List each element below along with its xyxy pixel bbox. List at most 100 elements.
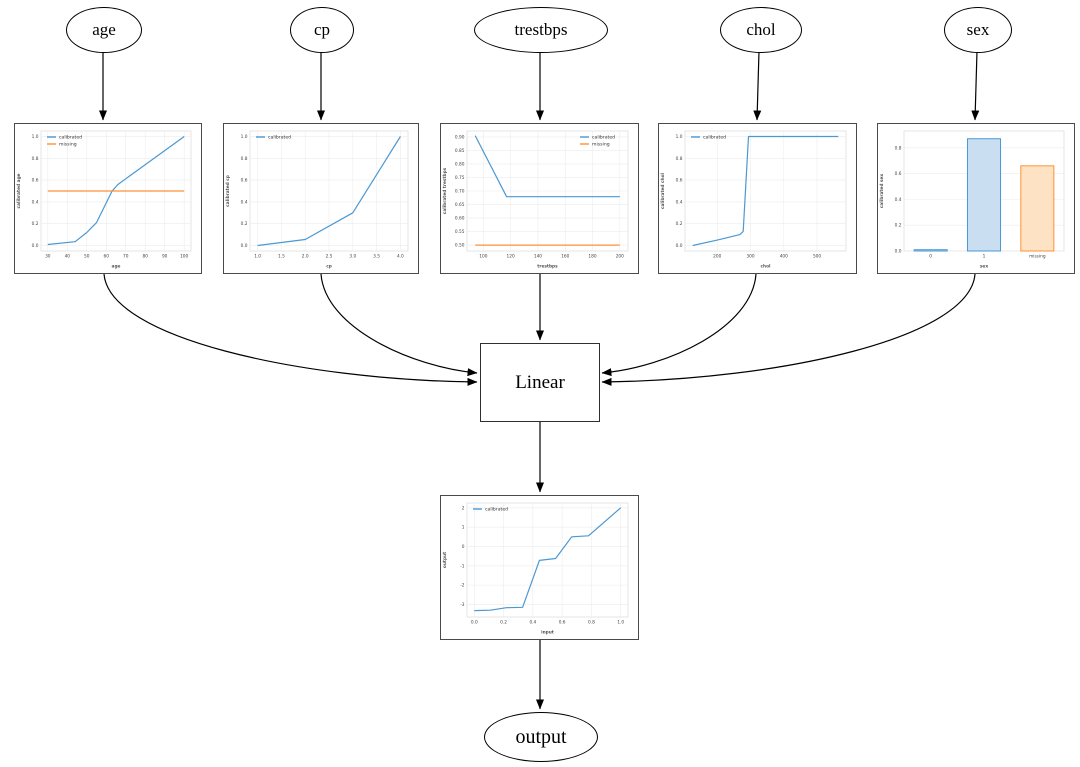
svg-text:calibrated: calibrated — [59, 135, 82, 141]
svg-text:0.6: 0.6 — [676, 178, 683, 184]
svg-text:1: 1 — [983, 254, 986, 260]
svg-text:1: 1 — [462, 525, 465, 531]
svg-text:0.4: 0.4 — [32, 199, 39, 205]
svg-text:0.2: 0.2 — [895, 223, 902, 229]
svg-text:50: 50 — [84, 254, 90, 260]
svg-text:0.2: 0.2 — [500, 620, 507, 626]
node-age-label: age — [92, 20, 116, 39]
svg-text:0.0: 0.0 — [471, 620, 478, 626]
edge-cholplot-to-linear — [601, 273, 757, 377]
node-output-label: output — [515, 725, 567, 748]
svg-text:0.4: 0.4 — [529, 620, 536, 626]
svg-text:300: 300 — [746, 254, 754, 260]
node-output: output — [484, 712, 598, 762]
svg-text:400: 400 — [780, 254, 788, 260]
edge-sexplot-to-linear — [601, 273, 976, 386]
svg-text:0.50: 0.50 — [455, 243, 465, 249]
svg-text:calibrated trestbps: calibrated trestbps — [442, 167, 448, 214]
svg-text:calibrated sex: calibrated sex — [879, 174, 885, 208]
node-sex: sex — [944, 7, 1012, 53]
node-trestbps-label: trestbps — [514, 20, 568, 39]
svg-text:0.2: 0.2 — [32, 221, 39, 227]
svg-text:200: 200 — [616, 254, 624, 260]
svg-text:2.5: 2.5 — [326, 254, 333, 260]
svg-text:0.4: 0.4 — [895, 197, 902, 203]
svg-text:4.0: 4.0 — [397, 254, 404, 260]
svg-text:0.8: 0.8 — [241, 156, 248, 162]
svg-text:90: 90 — [162, 254, 168, 260]
edge-ageplot-to-linear — [103, 273, 478, 386]
svg-text:output: output — [442, 552, 448, 568]
svg-text:120: 120 — [507, 254, 515, 260]
node-cp-label: cp — [313, 20, 331, 39]
svg-text:500: 500 — [813, 254, 821, 260]
svg-text:80: 80 — [142, 254, 148, 260]
svg-text:0.4: 0.4 — [241, 199, 248, 205]
svg-text:2: 2 — [462, 505, 465, 511]
svg-text:100: 100 — [180, 254, 188, 260]
svg-text:missing: missing — [1029, 254, 1046, 260]
svg-text:3.5: 3.5 — [373, 254, 380, 260]
svg-text:0.85: 0.85 — [455, 148, 465, 154]
svg-text:missing: missing — [592, 142, 610, 148]
node-linear-label: Linear — [515, 371, 565, 393]
svg-text:0.70: 0.70 — [455, 189, 465, 195]
svg-text:-1: -1 — [460, 563, 465, 569]
svg-text:-2: -2 — [460, 583, 465, 589]
svg-text:1.0: 1.0 — [617, 620, 624, 626]
svg-text:0.80: 0.80 — [455, 161, 465, 167]
svg-text:30: 30 — [45, 254, 51, 260]
svg-text:0.0: 0.0 — [32, 243, 39, 249]
svg-text:0.65: 0.65 — [455, 202, 465, 208]
svg-text:1.0: 1.0 — [32, 134, 39, 140]
svg-text:0.2: 0.2 — [241, 221, 248, 227]
svg-text:calibrated chol: calibrated chol — [660, 172, 666, 209]
edge-sex-to-plot — [971, 50, 980, 121]
svg-text:chol: chol — [760, 264, 771, 270]
svg-text:calibrated: calibrated — [268, 135, 291, 141]
svg-text:60: 60 — [104, 254, 110, 260]
svg-text:0.90: 0.90 — [455, 134, 465, 140]
svg-text:calibrated: calibrated — [592, 135, 615, 141]
svg-text:200: 200 — [713, 254, 721, 260]
svg-text:age: age — [112, 265, 121, 270]
svg-text:0.55: 0.55 — [455, 229, 465, 235]
svg-text:0.8: 0.8 — [588, 620, 595, 626]
svg-text:-3: -3 — [460, 602, 465, 608]
svg-text:calibrated: calibrated — [485, 507, 508, 513]
svg-text:calibrated age: calibrated age — [16, 173, 22, 208]
svg-text:0.6: 0.6 — [559, 620, 566, 626]
svg-text:trestbps: trestbps — [537, 264, 558, 270]
svg-text:cp: cp — [326, 265, 332, 270]
svg-text:1.0: 1.0 — [254, 254, 261, 260]
svg-text:180: 180 — [588, 254, 596, 260]
svg-text:calibrated: calibrated — [703, 135, 726, 141]
svg-text:1.5: 1.5 — [278, 254, 285, 260]
svg-text:0.75: 0.75 — [455, 175, 465, 181]
svg-text:160: 160 — [561, 254, 569, 260]
svg-text:40: 40 — [65, 254, 71, 260]
node-sex-label: sex — [966, 20, 990, 39]
svg-text:0.0: 0.0 — [676, 243, 683, 249]
node-trestbps: trestbps — [474, 7, 608, 53]
svg-text:0: 0 — [462, 544, 465, 550]
svg-text:missing: missing — [59, 142, 77, 148]
node-cp: cp — [290, 7, 354, 53]
svg-text:0.8: 0.8 — [32, 156, 39, 162]
svg-text:0.8: 0.8 — [895, 145, 902, 151]
svg-text:0.4: 0.4 — [676, 199, 683, 205]
svg-text:0: 0 — [929, 254, 932, 260]
node-linear: Linear — [480, 343, 600, 422]
svg-text:0.2: 0.2 — [676, 221, 683, 227]
